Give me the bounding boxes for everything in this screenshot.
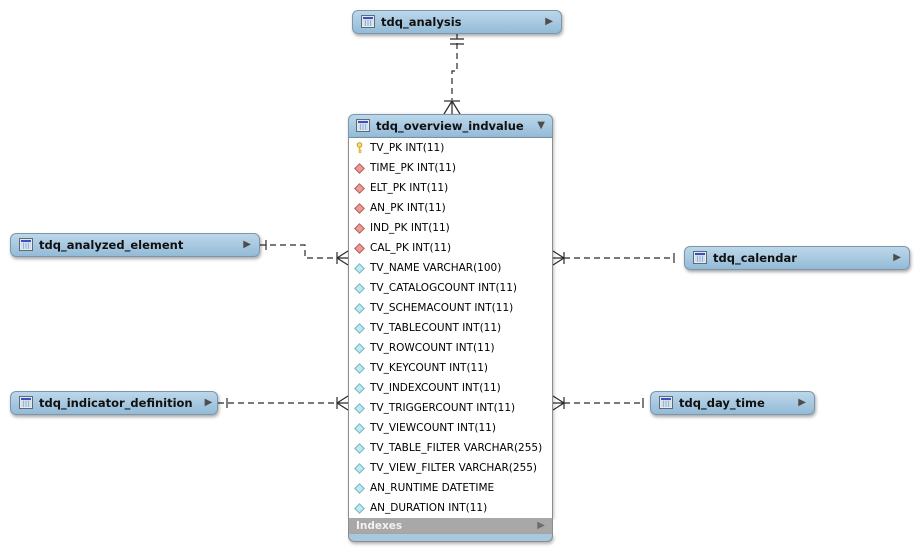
- column-label: AN_DURATION INT(11): [370, 502, 488, 514]
- indexes-footer[interactable]: Indexes ▶: [348, 518, 553, 534]
- foreign-key-icon: [354, 182, 365, 194]
- column-row-an_runtime[interactable]: AN_RUNTIME DATETIME: [349, 478, 552, 498]
- column-label: AN_PK INT(11): [370, 202, 446, 214]
- column-label: TV_KEYCOUNT INT(11): [370, 362, 489, 374]
- expand-arrow-icon[interactable]: ▶: [798, 397, 806, 408]
- table-name: tdq_indicator_definition: [39, 396, 193, 410]
- table-icon: [19, 236, 33, 255]
- column-label: CAL_PK INT(11): [370, 242, 452, 254]
- column-label: IND_PK INT(11): [370, 222, 450, 234]
- column-icon: [354, 402, 365, 414]
- column-row-an_pk[interactable]: AN_PK INT(11): [349, 198, 552, 218]
- column-icon: [354, 342, 365, 354]
- column-row-tv_catalogcount[interactable]: TV_CATALOGCOUNT INT(11): [349, 278, 552, 298]
- column-icon: [354, 362, 365, 374]
- column-icon: [354, 442, 365, 454]
- column-row-tv_triggercount[interactable]: TV_TRIGGERCOUNT INT(11): [349, 398, 552, 418]
- foreign-key-icon: [354, 222, 365, 234]
- foreign-key-icon: [354, 242, 365, 254]
- column-icon: [354, 482, 365, 494]
- column-row-tv_pk[interactable]: TV_PK INT(11): [349, 138, 552, 158]
- connector-overview-day-time: [552, 395, 644, 411]
- table-icon: [361, 13, 375, 32]
- expand-arrow-icon[interactable]: ▶: [537, 520, 545, 531]
- column-row-tv_table_filter[interactable]: TV_TABLE_FILTER VARCHAR(255): [349, 438, 552, 458]
- column-icon: [354, 302, 365, 314]
- connector-indicator-definition-overview: [218, 395, 349, 411]
- column-icon: [354, 262, 365, 274]
- expand-arrow-icon[interactable]: ▶: [204, 397, 213, 408]
- column-icon: [354, 322, 365, 334]
- column-label: TV_CATALOGCOUNT INT(11): [370, 282, 518, 294]
- column-row-tv_keycount[interactable]: TV_KEYCOUNT INT(11): [349, 358, 552, 378]
- table-tdq-analyzed-element[interactable]: tdq_analyzed_element ▶: [10, 233, 260, 257]
- column-label: TIME_PK INT(11): [370, 162, 456, 174]
- column-label: ELT_PK INT(11): [370, 182, 449, 194]
- column-row-ind_pk[interactable]: IND_PK INT(11): [349, 218, 552, 238]
- column-label: TV_VIEWCOUNT INT(11): [370, 422, 496, 434]
- column-icon: [354, 282, 365, 294]
- table-name: tdq_analyzed_element: [39, 238, 184, 252]
- expand-arrow-icon[interactable]: ▶: [893, 252, 901, 263]
- expand-arrow-icon[interactable]: ▶: [545, 16, 553, 27]
- column-row-tv_viewcount[interactable]: TV_VIEWCOUNT INT(11): [349, 418, 552, 438]
- column-row-time_pk[interactable]: TIME_PK INT(11): [349, 158, 552, 178]
- table-bottom-cap: [348, 534, 553, 542]
- table-tdq-day-time[interactable]: tdq_day_time ▶: [650, 391, 815, 415]
- table-header[interactable]: tdq_overview_indvalue ▼: [348, 114, 553, 138]
- column-label: TV_NAME VARCHAR(100): [370, 262, 502, 274]
- column-row-tv_view_filter[interactable]: TV_VIEW_FILTER VARCHAR(255): [349, 458, 552, 478]
- foreign-key-icon: [354, 202, 365, 214]
- column-row-tv_schemacount[interactable]: TV_SCHEMACOUNT INT(11): [349, 298, 552, 318]
- column-icon: [354, 462, 365, 474]
- table-name: tdq_calendar: [713, 251, 797, 265]
- table-icon: [19, 394, 33, 413]
- column-icon: [354, 502, 365, 514]
- column-label: TV_TABLE_FILTER VARCHAR(255): [370, 442, 543, 454]
- column-row-tv_name[interactable]: TV_NAME VARCHAR(100): [349, 258, 552, 278]
- column-icon: [354, 422, 365, 434]
- table-tdq-calendar[interactable]: tdq_calendar ▶: [684, 246, 910, 270]
- table-icon: [659, 394, 673, 413]
- column-label: AN_RUNTIME DATETIME: [370, 482, 495, 494]
- column-label: TV_SCHEMACOUNT INT(11): [370, 302, 514, 314]
- column-row-tv_rowcount[interactable]: TV_ROWCOUNT INT(11): [349, 338, 552, 358]
- column-label: TV_TABLECOUNT INT(11): [370, 322, 502, 334]
- column-label: TV_PK INT(11): [370, 142, 445, 154]
- column-label: TV_INDEXCOUNT INT(11): [370, 382, 501, 394]
- column-row-an_duration[interactable]: AN_DURATION INT(11): [349, 498, 552, 518]
- foreign-key-icon: [354, 162, 365, 174]
- column-row-cal_pk[interactable]: CAL_PK INT(11): [349, 238, 552, 258]
- collapse-arrow-icon[interactable]: ▼: [537, 120, 545, 131]
- table-tdq-indicator-definition[interactable]: tdq_indicator_definition ▶: [10, 391, 218, 415]
- column-label: TV_VIEW_FILTER VARCHAR(255): [370, 462, 538, 474]
- connector-analyzed-element-overview: [260, 240, 349, 266]
- column-label: TV_TRIGGERCOUNT INT(11): [370, 402, 516, 414]
- expand-arrow-icon[interactable]: ▶: [243, 239, 251, 250]
- connector-analysis-overview: [443, 33, 464, 115]
- column-label: TV_ROWCOUNT INT(11): [370, 342, 495, 354]
- table-icon: [693, 249, 707, 268]
- table-tdq-analysis[interactable]: tdq_analysis ▶: [352, 10, 562, 34]
- primary-key-icon: [354, 142, 365, 154]
- table-tdq-overview-indvalue: tdq_overview_indvalue ▼ TV_PK INT(11) TIM…: [348, 114, 553, 542]
- column-row-elt_pk[interactable]: ELT_PK INT(11): [349, 178, 552, 198]
- column-row-tv_tablecount[interactable]: TV_TABLECOUNT INT(11): [349, 318, 552, 338]
- table-icon: [356, 117, 370, 136]
- table-name: tdq_analysis: [381, 15, 462, 29]
- table-name: tdq_overview_indvalue: [376, 119, 524, 133]
- column-icon: [354, 382, 365, 394]
- column-list: TV_PK INT(11) TIME_PK INT(11) ELT_PK INT(1…: [348, 138, 553, 518]
- table-name: tdq_day_time: [679, 396, 765, 410]
- indexes-label: Indexes: [356, 520, 403, 532]
- column-row-tv_indexcount[interactable]: TV_INDEXCOUNT INT(11): [349, 378, 552, 398]
- connector-overview-calendar: [552, 250, 675, 266]
